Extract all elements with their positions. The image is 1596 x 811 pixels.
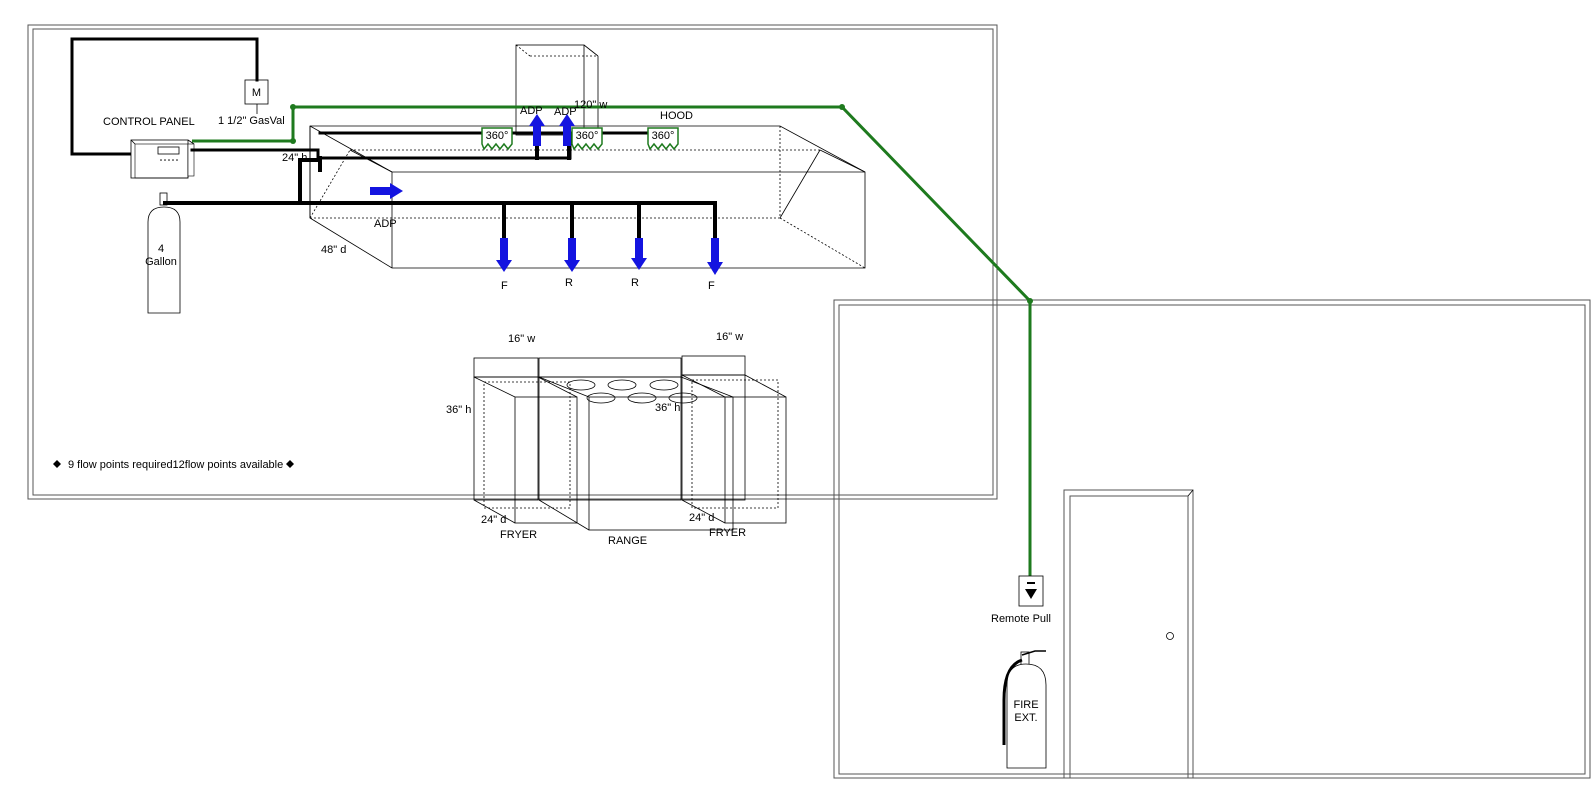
nozzle-label-1: F bbox=[501, 280, 508, 292]
detector-1-label: 360° bbox=[486, 130, 509, 142]
detector-2-label: 360° bbox=[576, 130, 599, 142]
fryer-left-height-label: 36" h bbox=[446, 404, 471, 416]
fryer-right-name: FRYER bbox=[709, 527, 746, 539]
gas-line bbox=[192, 104, 1033, 576]
plenum-nozzle[interactable] bbox=[370, 183, 403, 199]
corridor-wall bbox=[833, 299, 1591, 779]
duct-nozzle-2[interactable] bbox=[559, 114, 575, 146]
exhaust-duct bbox=[515, 44, 599, 136]
fryer-left-depth-label: 24" d bbox=[481, 514, 506, 526]
flow-note-text: 9 flow points required12flow points avai… bbox=[68, 459, 283, 471]
control-panel[interactable] bbox=[130, 139, 195, 179]
flow-note: 9 flow points required12flow points avai… bbox=[53, 459, 294, 471]
detector-1[interactable]: 360° bbox=[481, 127, 513, 151]
door-knob[interactable] bbox=[1166, 632, 1174, 640]
appliance-nozzle-4[interactable] bbox=[707, 238, 723, 275]
fryer-left-name: FRYER bbox=[500, 529, 537, 541]
mech-box-label: M bbox=[252, 87, 261, 99]
detector-2[interactable]: 360° bbox=[571, 127, 603, 151]
detector-3[interactable]: 360° bbox=[647, 127, 679, 151]
gas-valve-label: 1 1/2" GasVal bbox=[218, 115, 285, 127]
fryer-right bbox=[681, 355, 787, 524]
fire-ext-label-2: EXT. bbox=[1014, 712, 1037, 724]
fire-ext-label-1: FIRE bbox=[1013, 699, 1038, 711]
fryer-left-width-label: 16" w bbox=[508, 333, 535, 345]
control-panel-label: CONTROL PANEL bbox=[103, 116, 195, 128]
remote-pull-label: Remote Pull bbox=[991, 613, 1051, 625]
tank-size-label: 4 bbox=[158, 243, 164, 255]
control-wiring bbox=[70, 37, 259, 156]
adp-label-1: ADP bbox=[520, 105, 543, 117]
agent-piping bbox=[163, 131, 717, 240]
hood-depth-label: 48" d bbox=[321, 244, 346, 256]
appliance-nozzle-3[interactable] bbox=[631, 238, 647, 270]
agent-tank[interactable]: 4 Gallon bbox=[145, 192, 181, 314]
range bbox=[538, 357, 734, 531]
appliance-nozzle-2[interactable] bbox=[564, 238, 580, 272]
hood-label: HOOD bbox=[660, 110, 693, 122]
detector-3-label: 360° bbox=[652, 130, 675, 142]
hood-width-label: 120" w bbox=[574, 99, 607, 111]
tank-unit-label: Gallon bbox=[145, 256, 177, 268]
range-name: RANGE bbox=[608, 535, 647, 547]
nozzle-label-2: R bbox=[565, 277, 573, 289]
fryer-right-width-label: 16" w bbox=[716, 331, 743, 343]
remote-pull-station[interactable] bbox=[1018, 575, 1044, 607]
door[interactable] bbox=[1063, 489, 1194, 779]
nozzle-label-4: F bbox=[708, 280, 715, 292]
hood bbox=[309, 125, 866, 269]
fryer-right-depth-label: 24" d bbox=[689, 512, 714, 524]
hood-height-label: 24" h bbox=[282, 152, 307, 164]
nozzle-label-3: R bbox=[631, 277, 639, 289]
duct-nozzle-1[interactable] bbox=[529, 114, 545, 146]
control-panel-display bbox=[157, 146, 180, 155]
adp-label-3: ADP bbox=[374, 218, 397, 230]
appliance-nozzle-1[interactable] bbox=[496, 238, 512, 272]
fryer-left bbox=[473, 357, 578, 524]
range-height-label: 36" h bbox=[655, 402, 680, 414]
fire-extinguisher[interactable]: FIRE EXT. bbox=[1002, 650, 1047, 769]
gas-valve-actuator[interactable]: M bbox=[244, 79, 269, 105]
adp-label-2: ADP bbox=[554, 106, 577, 118]
